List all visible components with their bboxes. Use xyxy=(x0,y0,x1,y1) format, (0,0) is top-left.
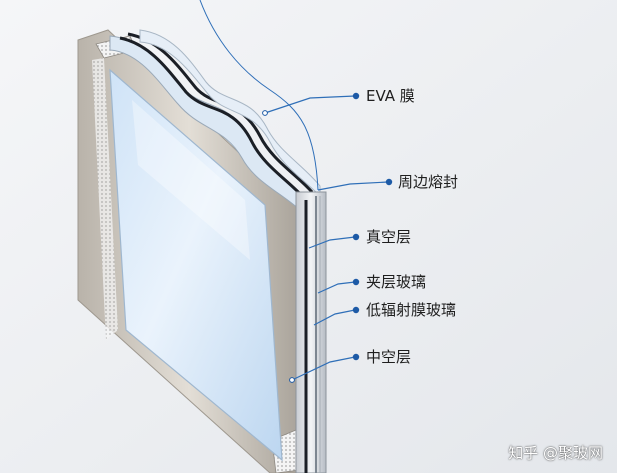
dot-eva xyxy=(352,92,360,100)
edge-stack xyxy=(295,191,327,473)
dot-hollow-origin xyxy=(289,377,295,383)
dot-vacuum xyxy=(352,233,360,241)
watermark: 知乎 @聚玻网 xyxy=(508,444,603,462)
leader-hollow xyxy=(291,356,356,381)
leader-laminated xyxy=(317,281,356,294)
dot-laminated xyxy=(352,278,360,286)
leader-eva xyxy=(264,95,356,114)
label-hollow: 中空层 xyxy=(366,348,412,366)
dot-hollow xyxy=(352,353,360,361)
dot-edge-seal xyxy=(385,178,393,186)
leader-top-curve xyxy=(199,0,319,191)
leader-lowe xyxy=(313,309,356,326)
label-edge-seal: 周边熔封 xyxy=(398,173,459,191)
spacer-left xyxy=(92,58,118,340)
glass-highlight xyxy=(132,100,250,260)
label-eva: EVA 膜 xyxy=(366,87,415,105)
glass-pane xyxy=(109,68,283,462)
leader-dots xyxy=(262,92,393,383)
label-laminated: 夹层玻璃 xyxy=(366,273,427,291)
wave-dark-line-1 xyxy=(119,36,306,199)
dot-lowe xyxy=(352,306,360,314)
leader-lines xyxy=(199,0,389,381)
label-vacuum: 真空层 xyxy=(366,228,412,246)
label-lowe: 低辐射膜玻璃 xyxy=(366,301,457,319)
leader-vacuum xyxy=(308,236,356,249)
leader-edge-seal xyxy=(317,181,389,191)
dot-eva-origin xyxy=(262,110,268,116)
